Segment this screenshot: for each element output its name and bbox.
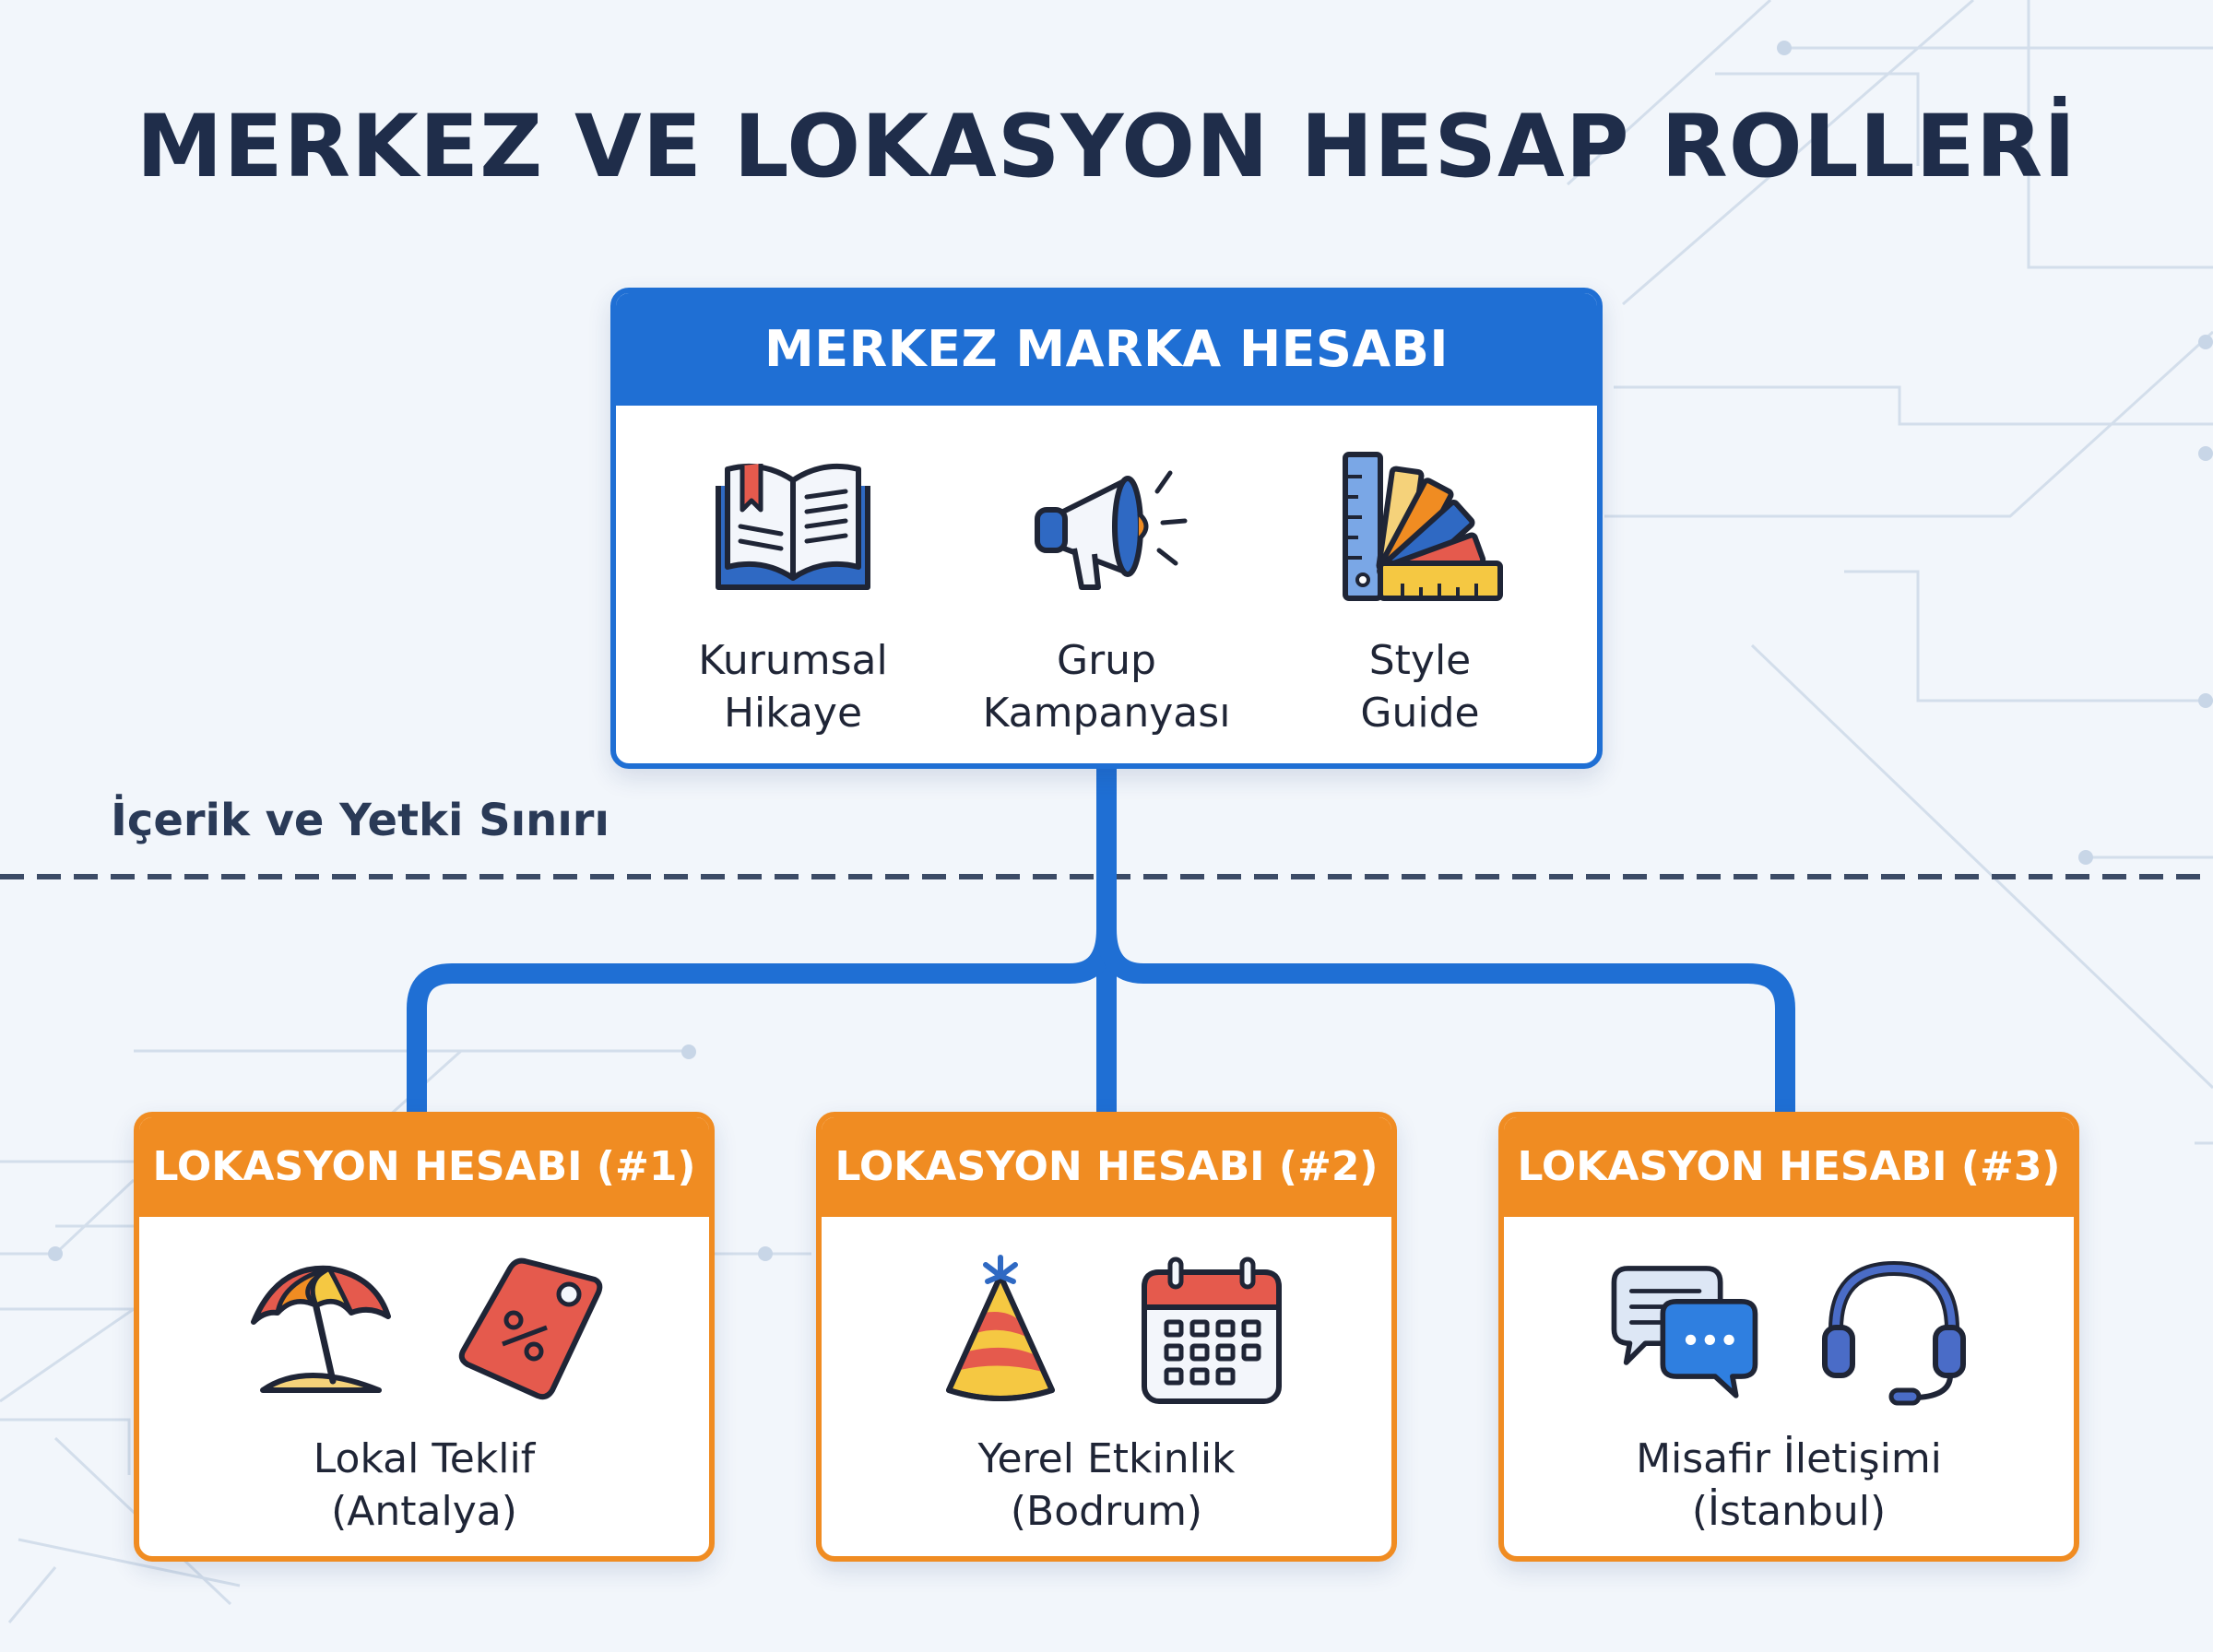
location-account-card-3: LOKASYON HESABI (#3) <box>1498 1112 2079 1562</box>
open-book-icon <box>701 444 885 610</box>
discount-tag-icon <box>451 1252 608 1409</box>
location-account-card-2: LOKASYON HESABI (#2) <box>816 1112 1397 1562</box>
hq-item-style-guide: Style Guide <box>1263 444 1577 739</box>
location-label: Misafir İletişimi (İstanbul) <box>1636 1435 1942 1536</box>
hq-card-header: MERKEZ MARKA HESABI <box>616 293 1597 406</box>
chat-bubbles-icon <box>1605 1252 1762 1409</box>
calendar-icon <box>1133 1252 1290 1409</box>
color-swatch-icon <box>1328 444 1512 610</box>
location-card-header: LOKASYON HESABI (#3) <box>1504 1117 2074 1217</box>
location-label: Yerel Etkinlik (Bodrum) <box>977 1435 1236 1536</box>
party-hat-icon <box>923 1252 1080 1409</box>
hq-account-card: MERKEZ MARKA HESABI <box>610 288 1603 769</box>
headset-icon <box>1816 1252 1972 1409</box>
hq-item-group-campaign: Grup Kampanyası <box>950 444 1263 739</box>
hq-item-label: Kurumsal Hikaye <box>698 637 888 738</box>
boundary-label: İçerik ve Yetki Sınırı <box>111 795 609 846</box>
page-title: MERKEZ VE LOKASYON HESAP ROLLERİ <box>136 97 2077 197</box>
location-label: Lokal Teklif (Antalya) <box>313 1435 536 1536</box>
hq-item-label: Grup Kampanyası <box>982 637 1231 738</box>
branch-right-connector <box>1096 928 1795 1115</box>
location-card-header: LOKASYON HESABI (#2) <box>822 1117 1391 1217</box>
branch-left-connector <box>407 928 1117 1115</box>
location-card-header: LOKASYON HESABI (#1) <box>139 1117 709 1217</box>
location-account-card-1: LOKASYON HESABI (#1) Lokal Tek <box>134 1112 715 1562</box>
hq-item-corporate-story: Kurumsal Hikaye <box>636 444 950 739</box>
megaphone-icon <box>1014 444 1199 610</box>
beach-umbrella-icon <box>241 1252 397 1409</box>
hq-item-label: Style Guide <box>1360 637 1480 738</box>
